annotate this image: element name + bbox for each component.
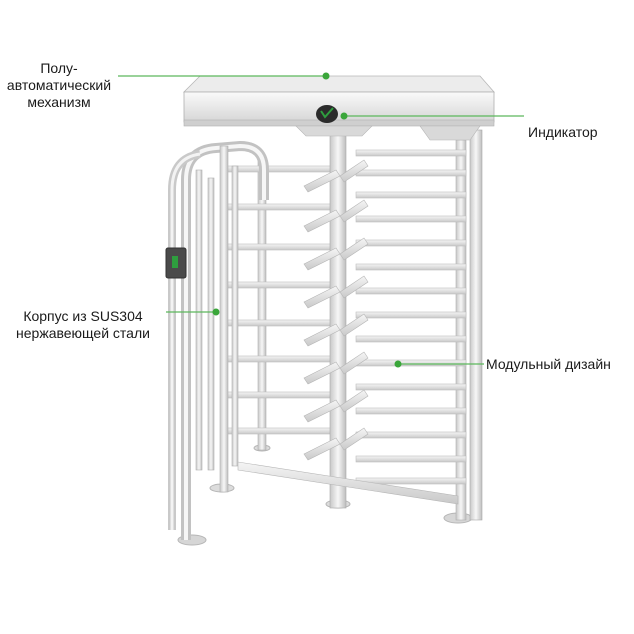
label-stainless-body: Корпус из SUS304 нержавеющей стали — [0, 308, 166, 342]
left-gate-verticals — [195, 165, 239, 471]
callout-lines — [118, 75, 524, 365]
label-line: механизм — [27, 94, 91, 110]
label-line: автоматический — [6, 77, 112, 93]
side-indicator — [165, 247, 187, 279]
label-line: Корпус из SUS304 — [23, 308, 143, 324]
rotor-shaft — [329, 127, 347, 509]
top-housing — [183, 75, 495, 141]
rotor-arms — [303, 159, 369, 461]
label-indicator: Индикатор — [528, 124, 598, 140]
left-arch-frame — [168, 140, 269, 540]
label-modular-design: Модульный дизайн — [486, 356, 611, 372]
label-semi-automatic-mechanism: Полу- автоматический механизм — [0, 60, 118, 111]
label-line: нержавеющей стали — [16, 325, 150, 341]
top-indicator — [316, 105, 338, 123]
callout-dots — [212, 72, 402, 368]
rear-frame — [257, 129, 483, 521]
label-line: Полу- — [40, 60, 78, 76]
bottom-rail — [237, 461, 459, 505]
fixed-fence-bars — [355, 149, 467, 485]
